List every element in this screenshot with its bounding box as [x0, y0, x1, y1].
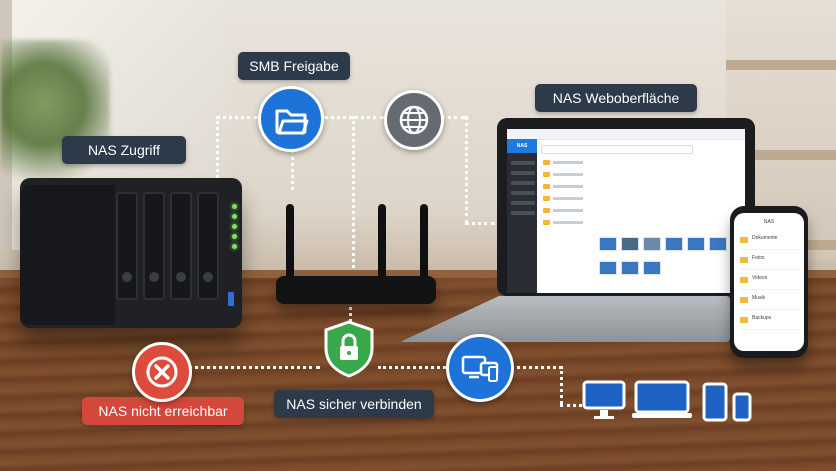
- phone-list-item[interactable]: Backups: [740, 313, 800, 330]
- tablet-icon: [702, 382, 728, 427]
- close-x-icon: [132, 342, 192, 402]
- nas-web-ui-label: NAS Weboberfläche: [535, 84, 697, 112]
- connector-line: [510, 366, 562, 369]
- connector-line: [188, 366, 320, 369]
- connector-line: [465, 116, 468, 224]
- connector-line: [465, 222, 495, 225]
- connector-line: [216, 116, 258, 119]
- smb-share-label: SMB Freigabe: [238, 52, 350, 80]
- smartphone-icon: [732, 392, 752, 427]
- phone-app-screen: NAS Dokumente Fotos Videos Musik Backups: [734, 213, 804, 351]
- connector-line: [560, 366, 563, 404]
- web-ui-brand: NAS: [507, 139, 537, 153]
- multi-device-icon: [446, 334, 514, 402]
- nas-web-interface: NAS: [507, 129, 745, 293]
- phone-list-item[interactable]: Fotos: [740, 253, 800, 270]
- phone-list-item[interactable]: Videos: [740, 273, 800, 290]
- connector-line: [349, 300, 352, 322]
- connector-line: [441, 116, 465, 119]
- globe-icon: [384, 90, 444, 150]
- connector-line: [378, 366, 446, 369]
- plant-background: [0, 40, 110, 200]
- nas-access-label: NAS Zugriff: [62, 136, 186, 164]
- laptop-icon: [630, 380, 694, 425]
- connector-line: [291, 150, 294, 190]
- phone-title: NAS: [763, 219, 775, 225]
- connector-line: [352, 116, 355, 268]
- desktop-monitor-icon: [582, 380, 626, 425]
- secure-connect-label: NAS sicher verbinden: [274, 390, 434, 418]
- shield-lock-icon: [322, 320, 376, 378]
- phone-list-item[interactable]: Musik: [740, 293, 800, 310]
- connector-line: [216, 116, 219, 178]
- connector-line: [560, 404, 582, 407]
- phone-list-item[interactable]: Dokumente: [740, 233, 800, 250]
- folder-icon: [258, 86, 324, 152]
